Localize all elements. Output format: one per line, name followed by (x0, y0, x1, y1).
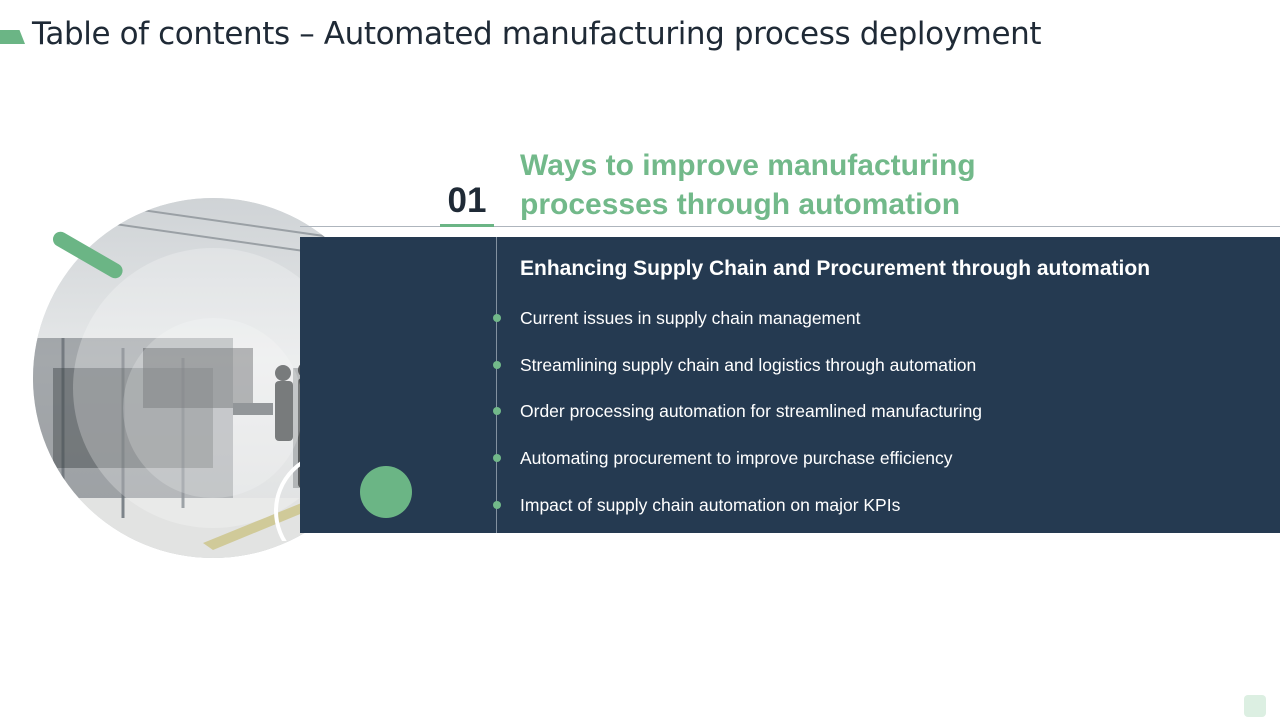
green-dot-shape (360, 466, 412, 518)
toc-item[interactable]: Impact of supply chain automation on maj… (520, 495, 901, 515)
toc-item[interactable]: Order processing automation for streamli… (520, 401, 983, 421)
toc-item[interactable]: Current issues in supply chain managemen… (520, 308, 861, 328)
timeline-line (496, 237, 497, 533)
panel-heading: Enhancing Supply Chain and Procurement t… (520, 257, 1151, 280)
section-number-underline (440, 224, 494, 227)
content-panel (300, 237, 1280, 533)
bullet-dot (493, 407, 501, 415)
bullet-dot (493, 454, 501, 462)
bullet-dot (493, 314, 501, 322)
section-heading: Ways to improve manufacturing processes … (520, 149, 976, 221)
header-divider (300, 226, 1280, 227)
title-accent-shape (0, 30, 25, 44)
slide-title: Table of contents – Automated manufactur… (32, 16, 1042, 52)
bullet-dot (493, 501, 501, 509)
corner-square-shape (1244, 695, 1266, 717)
toc-item[interactable]: Automating procurement to improve purcha… (520, 448, 953, 468)
toc-item[interactable]: Streamlining supply chain and logistics … (520, 355, 977, 375)
section-number: 01 (447, 181, 487, 220)
bullet-dot (493, 361, 501, 369)
